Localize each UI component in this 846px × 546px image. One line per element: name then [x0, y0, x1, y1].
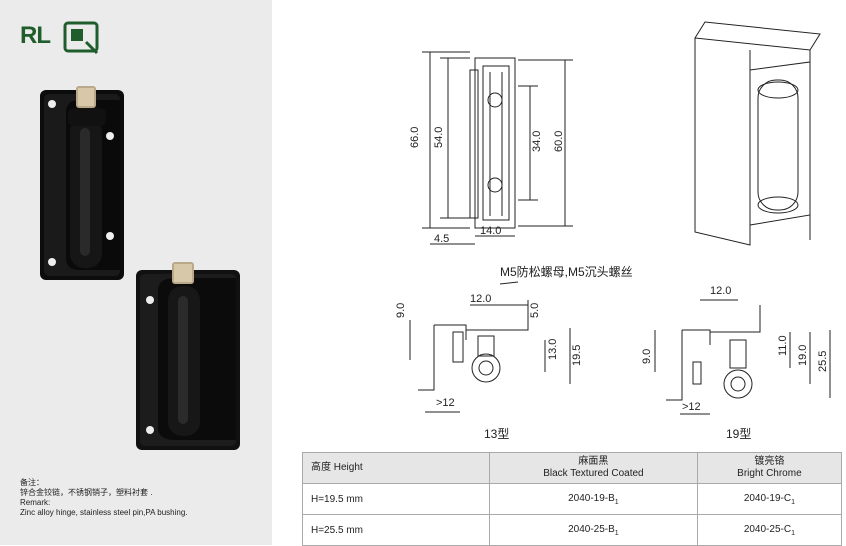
remark-en-title: Remark:: [20, 498, 51, 507]
dim-54: 54.0: [433, 127, 445, 148]
table-row: H=19.5 mm 2040-19-B1 2040-19-C1: [302, 483, 843, 515]
dim-60: 60.0: [553, 131, 565, 152]
screw-note: M5防松螺母,M5沉头螺丝: [500, 264, 633, 279]
type13-drawing: [409, 281, 571, 413]
left-panel: RL: [0, 0, 272, 545]
hinge-photo-1: [40, 86, 124, 280]
technical-drawings: 66.0 54.0 34.0 60.0 4.5 14.0 M5防松螺母,M5沉头…: [395, 21, 831, 415]
type19-dim-25-5: 25.5: [817, 351, 829, 372]
hinge-3d-drawing: [694, 21, 821, 246]
dim-4-5: 4.5: [434, 233, 449, 245]
cell-height: H=25.5 mm: [302, 514, 490, 546]
table-row: H=25.5 mm 2040-25-B1 2040-25-C1: [302, 514, 843, 546]
hinge-photo-2: [136, 262, 240, 450]
cell-height: H=19.5 mm: [302, 483, 490, 515]
cell-chrome: 2040-25-C1: [696, 514, 843, 546]
type13-dim-5: 5.0: [529, 303, 541, 318]
dim-66: 66.0: [409, 127, 421, 148]
caption-type13: 13型: [484, 427, 510, 441]
remark-cn-text: 锌合金铰链，不锈钢销子，塑料衬套 .: [20, 488, 153, 497]
type13-dim-9: 9.0: [395, 303, 407, 318]
cell-black: 2040-19-B1: [489, 483, 698, 515]
remark-en-text: Zinc alloy hinge, stainless steel pin,PA…: [20, 508, 188, 517]
type13-dim-19-5: 19.5: [571, 345, 583, 366]
type13-dim-12: 12.0: [470, 293, 491, 305]
type19-dim-19: 19.0: [797, 345, 809, 366]
type13-dim-13: 13.0: [547, 339, 559, 360]
type13-dim-gt12: >12: [436, 397, 455, 409]
type19-dim-gt12: >12: [682, 401, 701, 413]
remark-cn-title: 备注：: [20, 478, 44, 487]
brand-logo-text: RL: [20, 22, 51, 49]
front-view-drawing: [422, 51, 573, 245]
type19-dim-9: 9.0: [641, 349, 653, 364]
logo-mark-icon: [63, 21, 99, 55]
caption-type19: 19型: [726, 427, 752, 441]
type19-dim-12: 12.0: [710, 285, 731, 297]
dim-34: 34.0: [531, 131, 543, 152]
product-photo: [40, 86, 240, 450]
brand-logo: RL: [20, 20, 102, 56]
type19-drawing: [654, 299, 831, 415]
cell-chrome: 2040-19-C1: [696, 483, 843, 515]
cell-black: 2040-25-B1: [489, 514, 698, 546]
remark-block: 备注： 锌合金铰链，不锈钢销子，塑料衬套 . Remark: Zinc allo…: [20, 478, 188, 518]
type19-dim-11: 11.0: [777, 335, 789, 356]
header-height: 高度 Height: [302, 452, 490, 484]
dim-14: 14.0: [480, 225, 501, 237]
